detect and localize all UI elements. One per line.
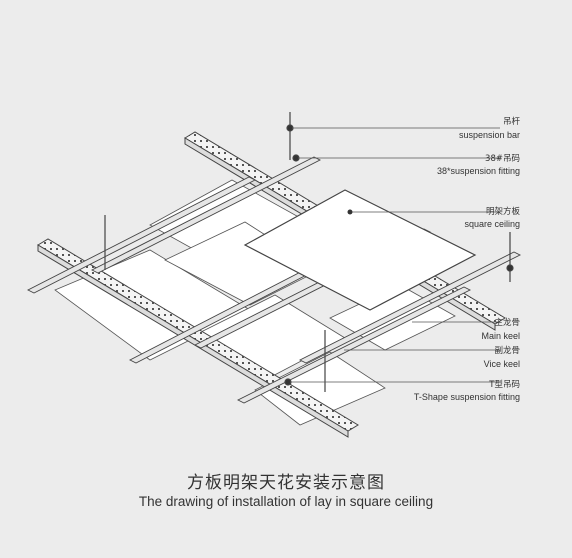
callout-en-square-ceiling: square ceiling bbox=[464, 219, 520, 229]
vice-keel-6 bbox=[298, 251, 522, 364]
vice-keel-5 bbox=[236, 286, 472, 404]
callout-cn-main-keel: 主龙骨 bbox=[494, 317, 520, 328]
callout-cn-38-fitting: 38#吊码 bbox=[485, 154, 520, 164]
callout-leaders bbox=[290, 127, 500, 383]
suspension-bars bbox=[104, 112, 514, 392]
vice-keel-1 bbox=[27, 176, 256, 294]
caption-english: The drawing of installation of lay in sq… bbox=[138, 494, 434, 509]
callout-en-vice-keel: Vice keel bbox=[484, 359, 520, 369]
callout-en-main-keel: Main keel bbox=[481, 331, 520, 341]
callout-cn-t-fitting: T型吊码 bbox=[488, 380, 520, 390]
callout-cn-square-ceiling: 明架方板 bbox=[486, 206, 521, 217]
panel-center-dot bbox=[347, 209, 353, 215]
raised-square-panel bbox=[243, 189, 477, 311]
callout-en-t-fitting: T-Shape suspension fitting bbox=[414, 392, 520, 402]
callout-cn-vice-keel: 副龙骨 bbox=[494, 345, 520, 356]
callout-cn-suspension-bar: 吊杆 bbox=[503, 116, 521, 127]
ceiling-installation-diagram: 吊杆 suspension bar 38#吊码 38*suspension fi… bbox=[27, 112, 522, 438]
fitting-3 bbox=[506, 264, 514, 272]
vice-keel-2 bbox=[91, 156, 321, 274]
callout-en-suspension-bar: suspension bar bbox=[459, 130, 520, 140]
panel-bottom bbox=[254, 351, 386, 426]
callout-en-38-fitting: 38*suspension fitting bbox=[437, 166, 520, 176]
caption-chinese: 方板明架天花安装示意图 bbox=[187, 473, 385, 493]
